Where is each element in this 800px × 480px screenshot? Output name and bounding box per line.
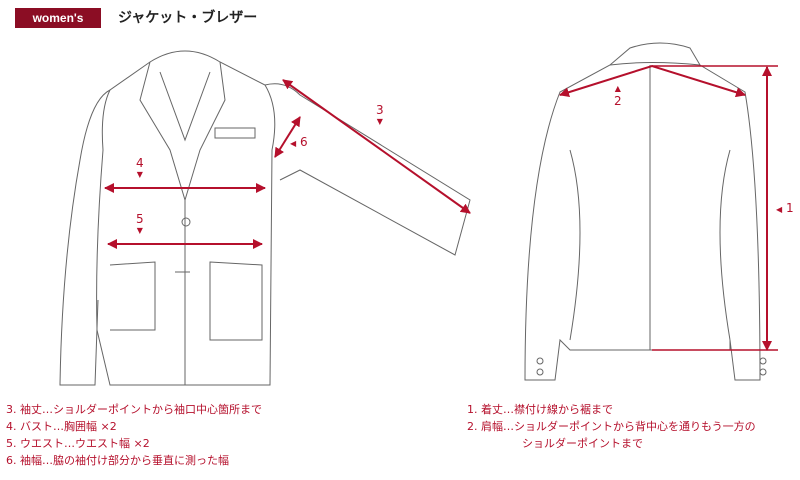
note-length: 1. 着丈…襟付け線から裾まで — [467, 403, 613, 416]
label-2: ▲2 — [614, 84, 622, 108]
measure-6-sleeve-width — [274, 116, 301, 158]
page-title: ジャケット・ブレザー — [118, 10, 258, 26]
measure-3-sleeve-length — [282, 79, 471, 214]
label-4: 4▼ — [136, 156, 144, 179]
note-shoulder: 2. 肩幅…ショルダーポイントから背中心を通りもう一方の — [467, 420, 756, 433]
label-6: ◀ 6 — [290, 135, 308, 149]
note-sleeve-width: 6. 袖幅…脇の袖付け部分から垂直に測った幅 — [6, 454, 229, 467]
back-jacket-outline — [524, 42, 767, 381]
front-jacket-outline — [59, 50, 471, 386]
label-1: ◀ 1 — [776, 201, 794, 215]
back-measurement-notes: 1. 着丈…襟付け線から裾まで 2. 肩幅…ショルダーポイントから背中心を通りも… — [467, 401, 756, 452]
note-bust: 4. バスト…胸囲幅 ×2 — [6, 420, 117, 433]
note-sleeve-length: 3. 袖丈…ショルダーポイントから袖口中心箇所まで — [6, 403, 262, 416]
category-badge: women's — [15, 8, 101, 28]
measurement-lines — [104, 64, 778, 351]
note-waist: 5. ウエスト…ウエスト幅 ×2 — [6, 437, 150, 450]
measure-2-shoulder — [559, 64, 746, 98]
label-3: 3▼ — [376, 103, 384, 126]
label-5: 5▼ — [136, 212, 144, 235]
note-shoulder-cont: ショルダーポイントまで — [522, 437, 643, 450]
front-measurement-notes: 3. 袖丈…ショルダーポイントから袖口中心箇所まで 4. バスト…胸囲幅 ×2 … — [6, 401, 262, 469]
